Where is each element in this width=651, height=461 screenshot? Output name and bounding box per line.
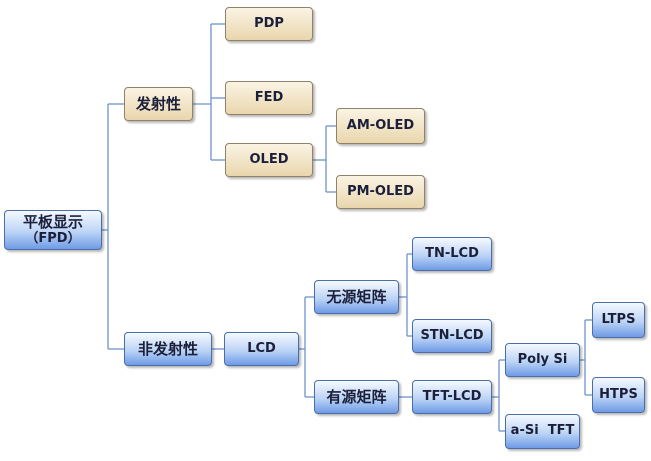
node-passive-matrix: 无源矩阵 (314, 280, 399, 314)
node-label: OLED (249, 151, 289, 167)
node-label: TN-LCD (425, 245, 479, 261)
node-label: LCD (247, 340, 276, 356)
node-label: 发射性 (135, 94, 181, 113)
node-label: TFT-LCD (422, 388, 482, 404)
node-label: PM-OLED (347, 183, 414, 199)
node-ltps: LTPS (592, 302, 645, 338)
node-label: Poly Si (517, 351, 568, 367)
node-label: PDP (254, 15, 284, 31)
node-am-oled: AM-OLED (336, 108, 425, 144)
node-htps: HTPS (592, 377, 645, 413)
node-label-line2: （FPD） (25, 231, 81, 247)
node-active-matrix: 有源矩阵 (314, 380, 399, 414)
node-label: a-Si TFT (510, 423, 575, 439)
node-oled: OLED (225, 143, 313, 177)
node-label: FED (254, 89, 284, 105)
node-label: 非发射性 (137, 339, 198, 358)
node-label: LTPS (601, 311, 636, 327)
node-label: AM-OLED (346, 117, 415, 133)
node-non-emissive: 非发射性 (124, 332, 212, 366)
node-label-line1: 平板显示 (22, 212, 83, 231)
node-emissive: 发射性 (124, 87, 193, 121)
node-pdp: PDP (225, 7, 313, 41)
node-poly-si: Poly Si (505, 343, 580, 377)
node-stn-lcd: STN-LCD (412, 319, 492, 353)
node-tn-lcd: TN-LCD (412, 237, 492, 271)
node-label: STN-LCD (420, 327, 484, 343)
node-tft-lcd: TFT-LCD (412, 380, 492, 414)
node-label: 有源矩阵 (326, 387, 387, 406)
node-flat-panel-display: 平板显示 （FPD） (4, 210, 102, 250)
node-fed: FED (225, 81, 313, 115)
node-label: HTPS (599, 386, 638, 402)
node-label: 无源矩阵 (326, 287, 387, 306)
node-a-si-tft: a-Si TFT (505, 414, 580, 449)
node-pm-oled: PM-OLED (336, 175, 425, 209)
node-lcd: LCD (224, 332, 299, 366)
